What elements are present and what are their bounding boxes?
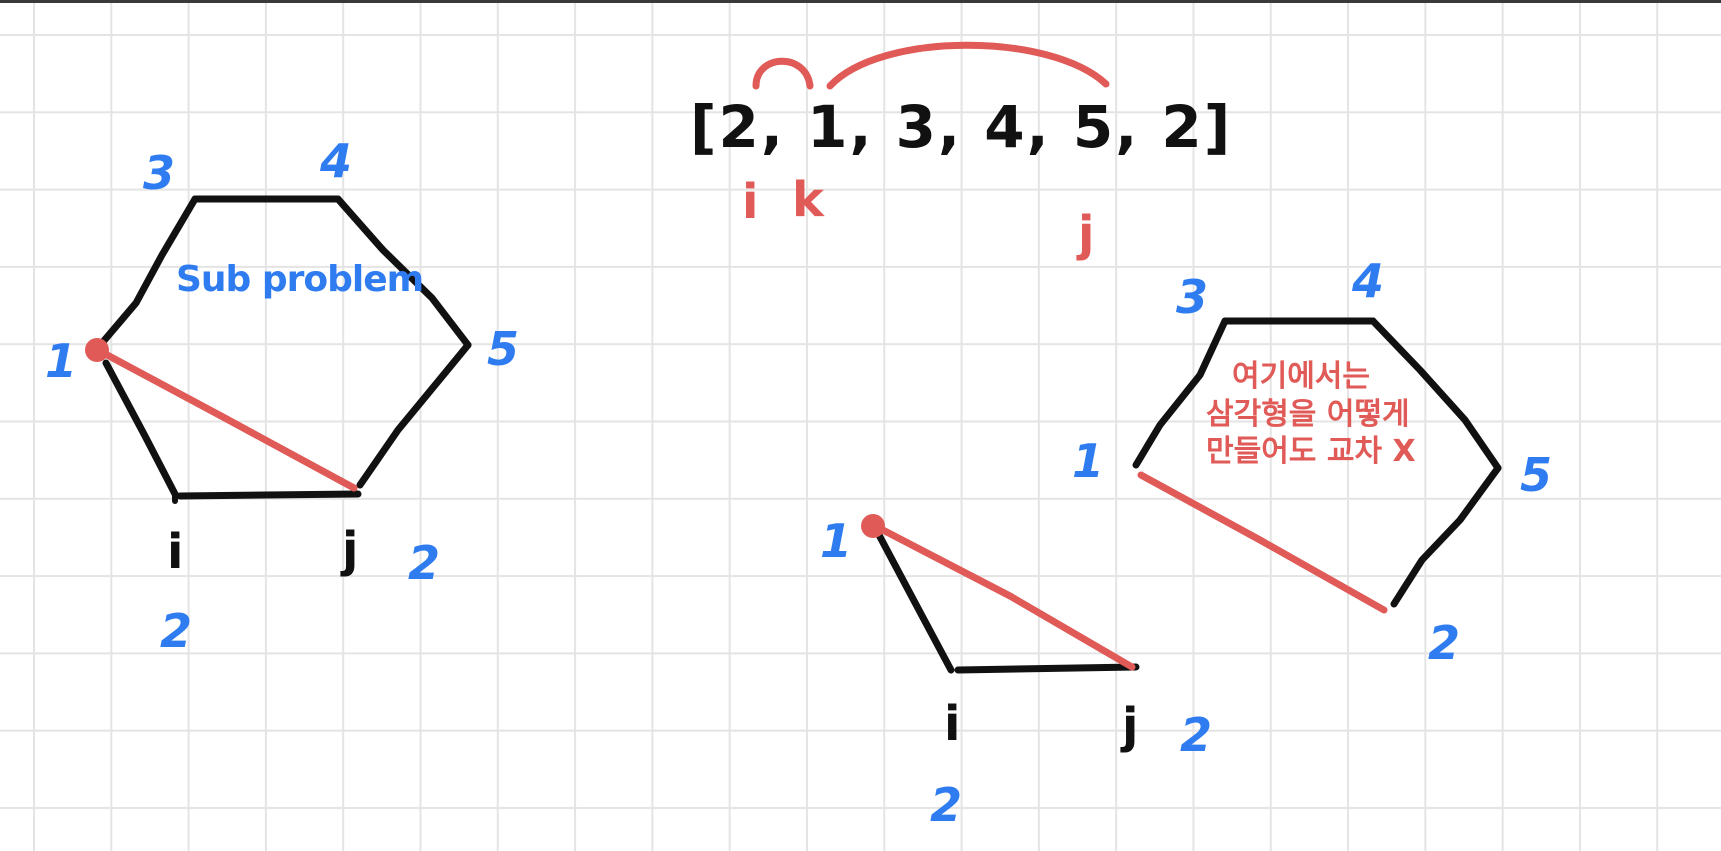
triangle-vertex-label-2-bottom: 2 <box>930 778 963 832</box>
triangle-diagonal-red <box>875 524 1136 671</box>
left-diagonal-red <box>92 345 358 492</box>
left-vertex-label-3: 3 <box>143 146 176 200</box>
left-hexagon <box>98 195 472 500</box>
triangle <box>875 531 1140 674</box>
left-hexagon-edge-bottom-right <box>356 341 472 489</box>
array-index-i: i <box>742 174 759 230</box>
left-hexagon-edge-bottom <box>176 490 362 500</box>
triangle-vertex-label-1: 1 <box>820 514 853 568</box>
triangle-bottom-edge <box>954 663 1140 674</box>
triangle-vertex-dot <box>861 514 885 538</box>
crossing-note: 여기에서는 삼각형을 어떻게 만들어도 교차 X <box>1206 358 1416 471</box>
triangle-index-j: j <box>1122 698 1139 754</box>
left-vertex-label-4: 4 <box>320 134 353 188</box>
left-hexagon-edge-top-left <box>98 195 199 347</box>
right-polygon-edge-bottom-right <box>1390 464 1502 608</box>
triangle-index-i: i <box>944 696 961 752</box>
left-vertex-dot <box>85 338 109 362</box>
right-polygon-edge-top-left <box>1132 317 1229 469</box>
left-hexagon-edge-bottom-left <box>102 359 179 498</box>
left-vertex-label-1: 1 <box>45 334 78 388</box>
top-border <box>0 0 1721 3</box>
triangle-left-edge <box>875 531 955 674</box>
array-expression: [2, 1, 3, 4, 5, 2] <box>690 93 1233 161</box>
triangle-vertex-label-2-side: 2 <box>1180 708 1213 762</box>
left-index-i: i <box>167 524 184 580</box>
array-index-k: k <box>792 172 824 228</box>
right-vertex-label-4: 4 <box>1352 254 1385 308</box>
left-vertex-label-2-bottom: 2 <box>160 604 193 658</box>
right-vertex-label-1: 1 <box>1072 434 1105 488</box>
crossing-note-line-2: 삼각형을 어떻게 <box>1206 396 1410 432</box>
right-polygon-edge-top-right <box>1369 317 1502 472</box>
crossing-note-line-3: 만들어도 교차 X <box>1206 434 1416 469</box>
left-index-j: j <box>342 522 359 578</box>
left-vertex-label-5: 5 <box>487 322 520 376</box>
right-diagonal-red <box>1137 471 1388 614</box>
left-vertex-label-2-side: 2 <box>408 536 441 590</box>
right-vertex-label-2: 2 <box>1428 616 1461 670</box>
arc-small <box>752 57 814 90</box>
right-vertex-label-3: 3 <box>1176 270 1209 324</box>
left-hexagon-edge-top-right <box>334 195 472 349</box>
right-vertex-label-5: 5 <box>1520 448 1553 502</box>
right-polygon <box>1132 317 1502 608</box>
subproblem-annotation: Sub problem <box>176 259 424 300</box>
arc-large <box>826 41 1110 90</box>
array-index-j: j <box>1078 206 1095 262</box>
crossing-note-line-1: 여기에서는 <box>1232 359 1370 394</box>
